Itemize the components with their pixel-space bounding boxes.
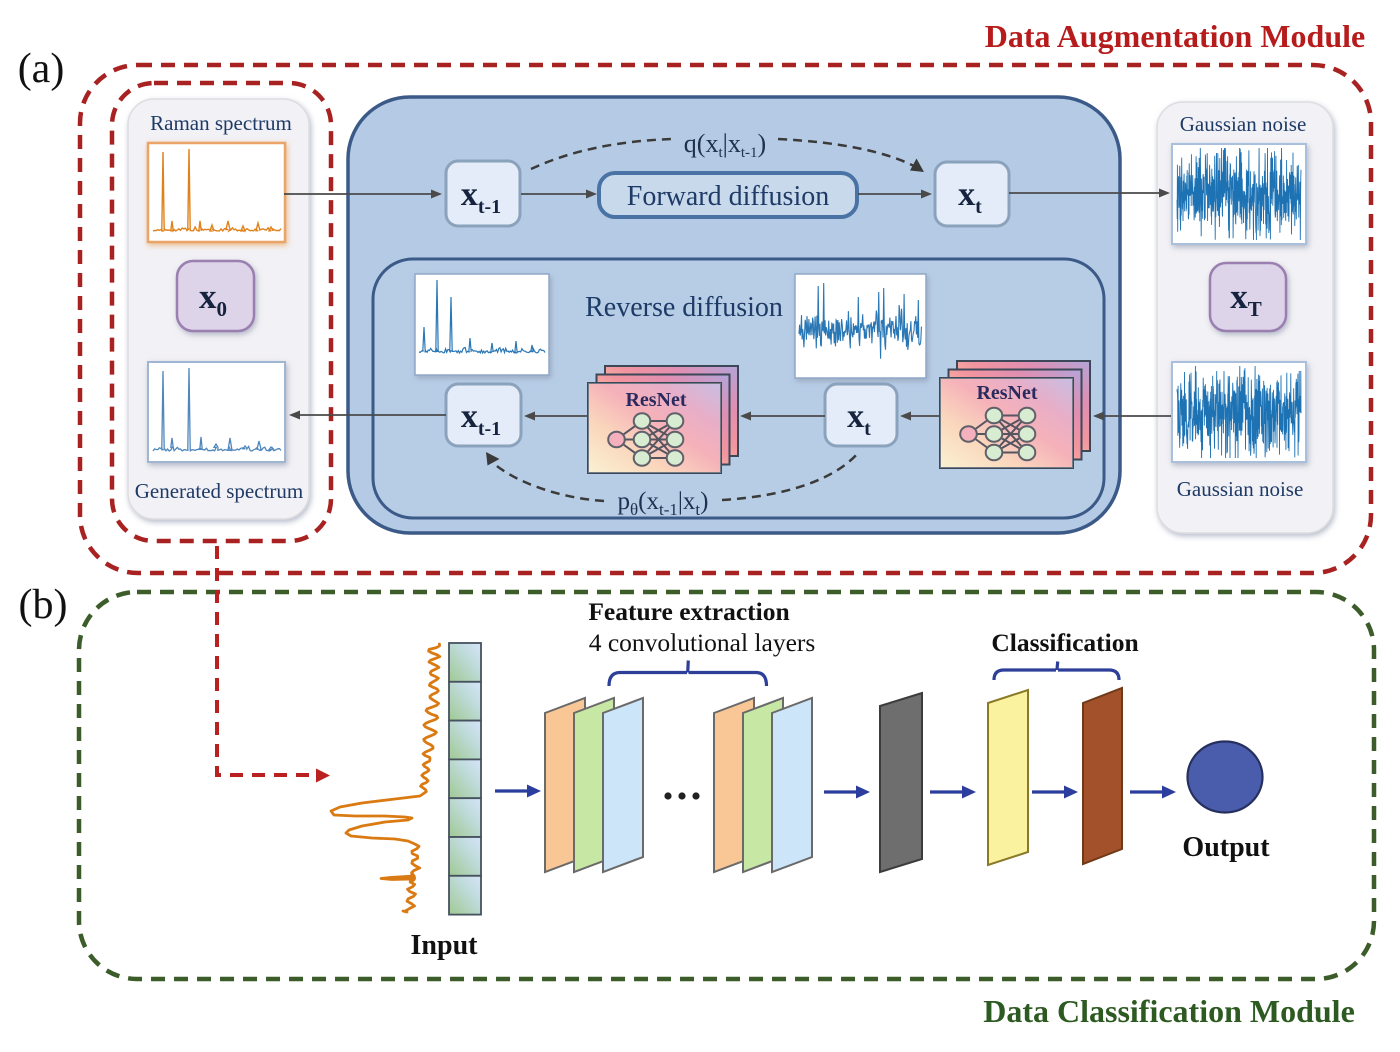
svg-text:Input: Input <box>411 930 479 961</box>
svg-text:Raman spectrum: Raman spectrum <box>150 111 292 135</box>
svg-text:Classification: Classification <box>991 628 1138 657</box>
svg-text:(a): (a) <box>18 46 65 92</box>
svg-text:Reverse diffusion: Reverse diffusion <box>585 292 783 323</box>
svg-text:ResNet: ResNet <box>976 382 1037 404</box>
svg-text:ResNet: ResNet <box>625 389 686 411</box>
svg-text:4 convolutional layers: 4 convolutional layers <box>589 628 816 657</box>
svg-text:Forward diffusion: Forward diffusion <box>627 181 829 212</box>
svg-text:xt-1: xt-1 <box>461 398 501 440</box>
svg-text:(b): (b) <box>19 582 68 628</box>
svg-text:Data Augmentation Module: Data Augmentation Module <box>985 18 1365 54</box>
svg-text:Feature extraction: Feature extraction <box>588 597 789 626</box>
svg-text:Gaussian noise: Gaussian noise <box>1177 477 1304 501</box>
svg-text:Gaussian noise: Gaussian noise <box>1180 112 1307 136</box>
svg-text:Data Classification Module: Data Classification Module <box>983 993 1355 1029</box>
svg-text:Output: Output <box>1182 832 1270 863</box>
svg-text:Generated spectrum: Generated spectrum <box>135 479 304 503</box>
svg-text:xt: xt <box>847 398 871 440</box>
svg-text:q(xt|xt-1): q(xt|xt-1) <box>684 129 766 161</box>
